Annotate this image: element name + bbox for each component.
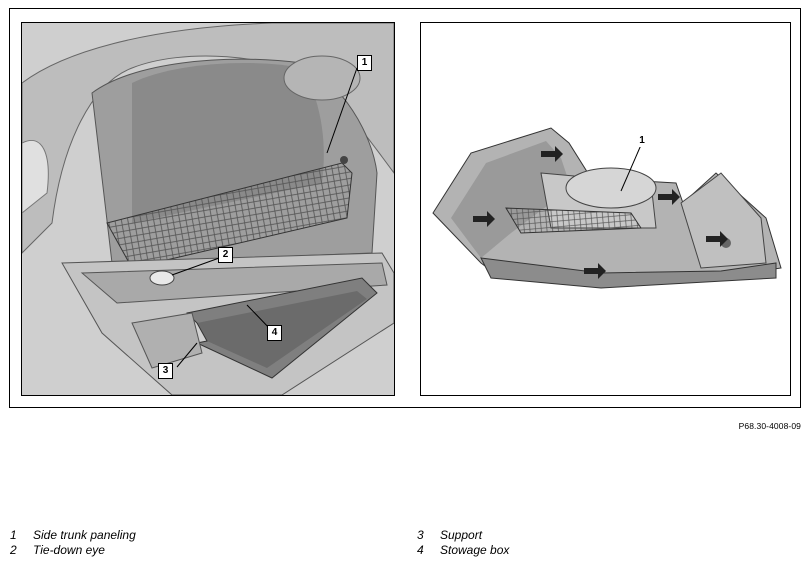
callout-1: 1 [357,55,372,71]
legend-item: 3 Support [417,528,509,543]
legend-label: Stowage box [440,543,510,557]
legend-number: 4 [417,543,424,557]
callout-2: 2 [218,247,233,263]
legend-label: Support [440,528,483,542]
trunk-interior-illustration: 1 2 3 4 [21,22,395,396]
legend-item: 2 Tie-down eye [10,543,136,558]
legend-label: Side trunk paneling [33,528,136,542]
side-trunk-paneling-illustration: 1 [420,22,791,396]
callout-4: 4 [267,325,282,341]
legend-label: Tie-down eye [33,543,105,557]
legend-number: 3 [417,528,424,542]
callout-1-right: 1 [637,135,647,147]
legend-right: 3 Support 4 Stowage box [417,528,509,558]
legend-number: 1 [10,528,17,542]
legend-number: 2 [10,543,17,557]
legend-item: 4 Stowage box [417,543,509,558]
legend-item: 1 Side trunk paneling [10,528,136,543]
legend-left: 1 Side trunk paneling 2 Tie-down eye [10,528,136,558]
callout-3: 3 [158,363,173,379]
figure-reference: P68.30-4008-09 [738,421,801,431]
